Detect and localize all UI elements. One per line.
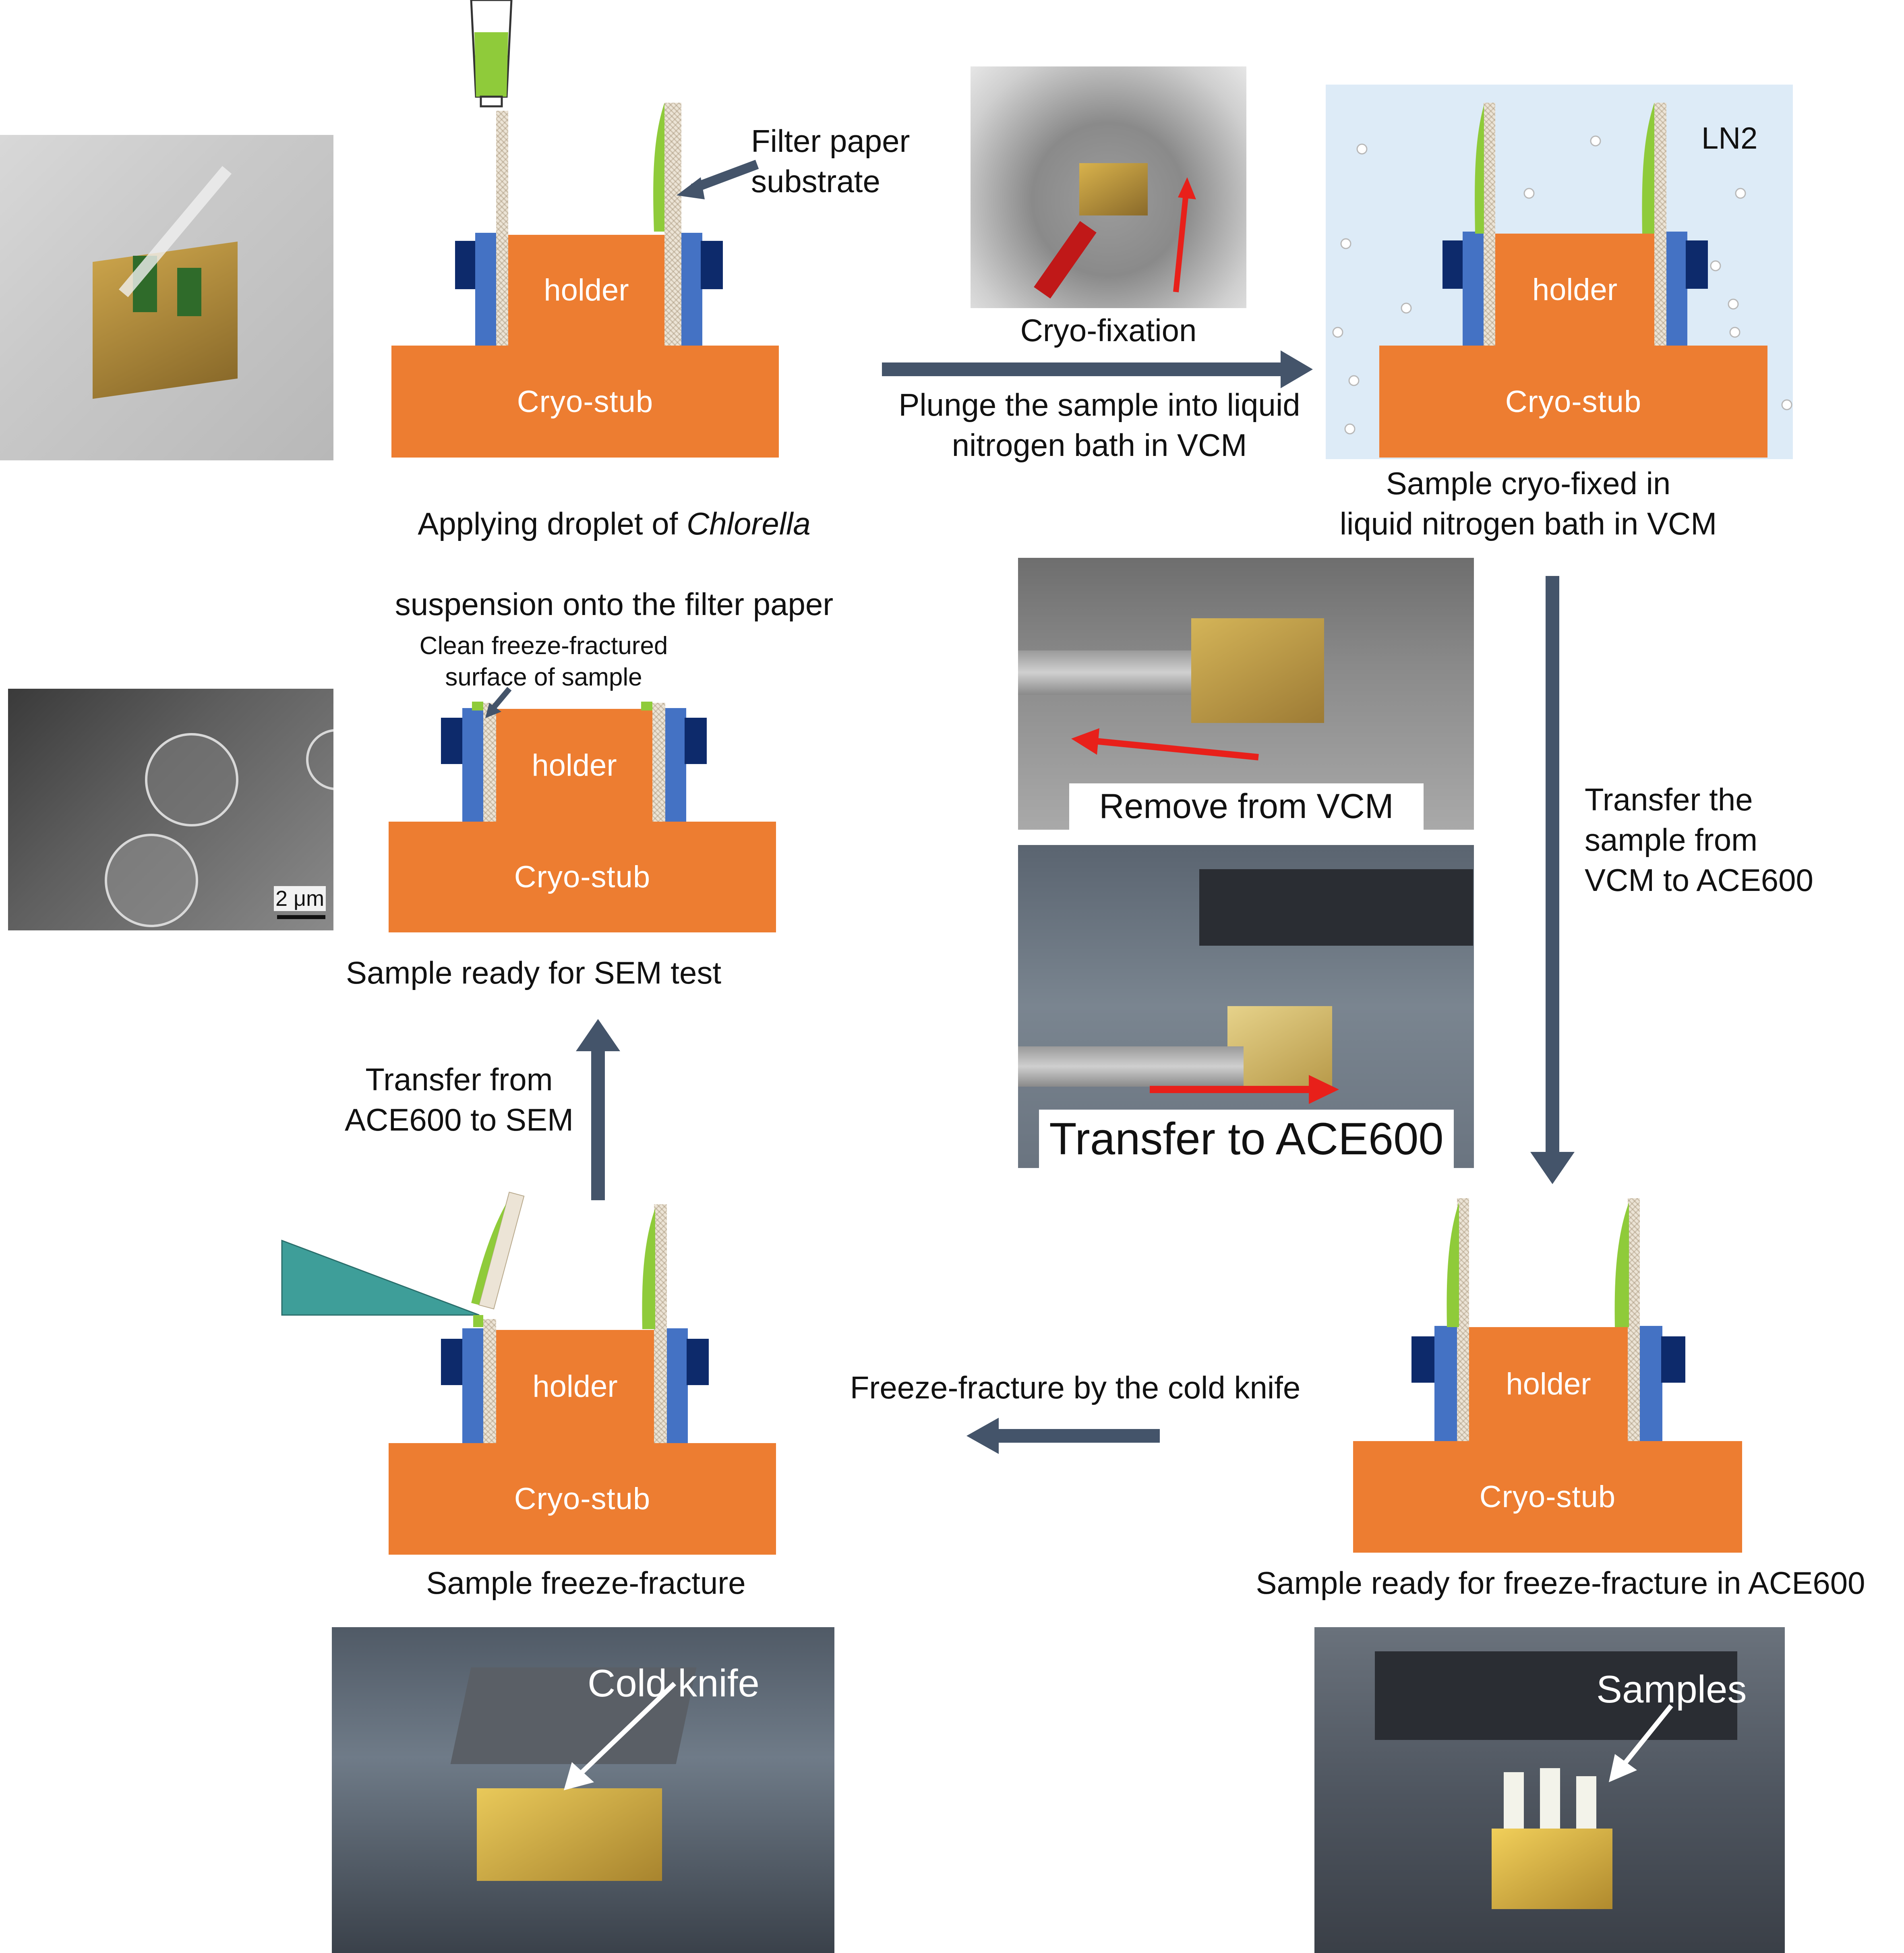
clamp-3-left-outer [1411, 1336, 1436, 1383]
clamp-5-right [665, 708, 686, 822]
holder-2: holder [1495, 234, 1654, 346]
clamp-4-left-outer [441, 1339, 463, 1385]
clean-surface-arrow [485, 687, 512, 718]
clean-surface-label: Clean freeze-fractured surface of sample [419, 632, 668, 691]
fracture-green-5-left [472, 702, 483, 710]
filter-paper-1-right [664, 103, 681, 346]
filter-paper-4-right [654, 1204, 667, 1443]
red-arrow-cryo [1173, 177, 1196, 292]
clamp-4-left [462, 1328, 483, 1443]
clamp-5-left [462, 708, 483, 822]
clamp-2-right [1666, 232, 1687, 346]
filter-paper-1-left [496, 111, 508, 346]
holder-5: holder [496, 709, 652, 822]
ln2-label: LN2 [1701, 121, 1758, 155]
cryo-fixation-label: Cryo-fixation [1020, 313, 1197, 348]
photo-samples: Samples [1314, 1627, 1785, 1953]
cryo-stub-4: Cryo-stub [389, 1443, 776, 1555]
transfer-ace-sem-arrow [576, 1019, 620, 1200]
white-arrow-samples [1609, 1704, 1673, 1782]
holder-1: holder [508, 235, 664, 346]
clamp-5-right-outer [685, 718, 707, 764]
filter-paper-5-right [652, 703, 665, 822]
samples-label: Samples [1596, 1668, 1747, 1711]
ln2-bubbles [1332, 135, 1792, 435]
plunge-label: Plunge the sample into liquid nitrogen b… [898, 387, 1300, 463]
scale-bar [277, 915, 325, 919]
transfer-ace-sem-label: Transfer from ACE600 to SEM [345, 1062, 573, 1137]
clamp-3-right-outer [1661, 1336, 1685, 1383]
clamp-1-left-outer [455, 241, 477, 289]
filter-paper-3-right [1628, 1198, 1640, 1441]
filter-paper-5-left [483, 703, 496, 822]
clamp-2-right-outer [1686, 240, 1708, 289]
filter-paper-4-left [483, 1319, 496, 1443]
clamp-1-right-outer [701, 241, 723, 289]
pipette-tip [470, 0, 513, 108]
green-droplet-3 [1642, 103, 1654, 234]
photo-cold-knife: Cold knife [332, 1627, 834, 1953]
photo-cryo-fixation [971, 66, 1246, 308]
clamp-2-left-outer [1442, 240, 1465, 289]
filter-paper-2-left [1484, 103, 1495, 346]
white-arrow-cold-knife [564, 1682, 677, 1790]
step2-caption: Sample cryo-fixed in liquid nitrogen bat… [1339, 466, 1717, 541]
clamp-2-left [1463, 232, 1484, 346]
green-droplet-4 [1447, 1202, 1459, 1327]
transfer-vcm-ace-label: Transfer the sample from VCM to ACE600 [1585, 782, 1813, 898]
clamp-3-right [1640, 1326, 1662, 1441]
scale-bar-label: 2 μm [274, 886, 326, 911]
step3-caption: Sample ready for freeze-fracture in ACE6… [1256, 1565, 1865, 1601]
fractured-paper-piece [471, 1191, 525, 1310]
filter-paper-2-right [1654, 103, 1666, 346]
cryo-stub-2: Cryo-stub [1379, 346, 1767, 458]
cryo-stub-1: Cryo-stub [391, 346, 779, 458]
clamp-4-right [667, 1328, 688, 1443]
freeze-fracture-label: Freeze-fracture by the cold knife [850, 1370, 1301, 1405]
filter-paper-arrow [677, 159, 759, 199]
green-droplet-1 [653, 103, 664, 232]
clamp-3-left [1434, 1326, 1457, 1441]
green-droplet-2 [1475, 105, 1484, 234]
clamp-1-left [475, 233, 496, 346]
holder-4: holder [496, 1330, 654, 1443]
step4-caption: Sample freeze-fracture [426, 1565, 746, 1601]
photo-sem-image: 2 μm [8, 689, 333, 930]
step1-caption: Applying droplet of Chlorella suspension… [395, 506, 834, 622]
cryo-stub-5: Cryo-stub [389, 822, 776, 932]
cold-knife-blade [281, 1239, 480, 1316]
red-arrow-remove [1071, 728, 1259, 760]
cryo-stub-3: Cryo-stub [1353, 1441, 1742, 1553]
transfer-vcm-ace-arrow [1530, 576, 1575, 1184]
clamp-1-right [681, 233, 702, 346]
fracture-green-5-right [641, 702, 652, 710]
green-droplet-6 [642, 1208, 655, 1329]
step5-caption: Sample ready for SEM test [346, 955, 722, 990]
freeze-fracture-arrow [966, 1418, 1160, 1454]
clamp-5-left-outer [441, 718, 463, 764]
plunge-arrow [882, 350, 1313, 388]
holder-3: holder [1469, 1327, 1628, 1441]
photo-holder-with-pipette [0, 135, 333, 460]
fracture-stub-green-4 [473, 1315, 483, 1327]
filter-paper-label: Filter paper substrate [751, 123, 910, 199]
green-droplet-5 [1614, 1202, 1629, 1327]
transfer-to-ace600-label: Transfer to ACE600 [1039, 1110, 1454, 1168]
red-arrow-transfer [1150, 1075, 1339, 1104]
remove-from-vcm-label: Remove from VCM [1069, 783, 1424, 830]
clamp-4-right-outer [687, 1339, 709, 1385]
